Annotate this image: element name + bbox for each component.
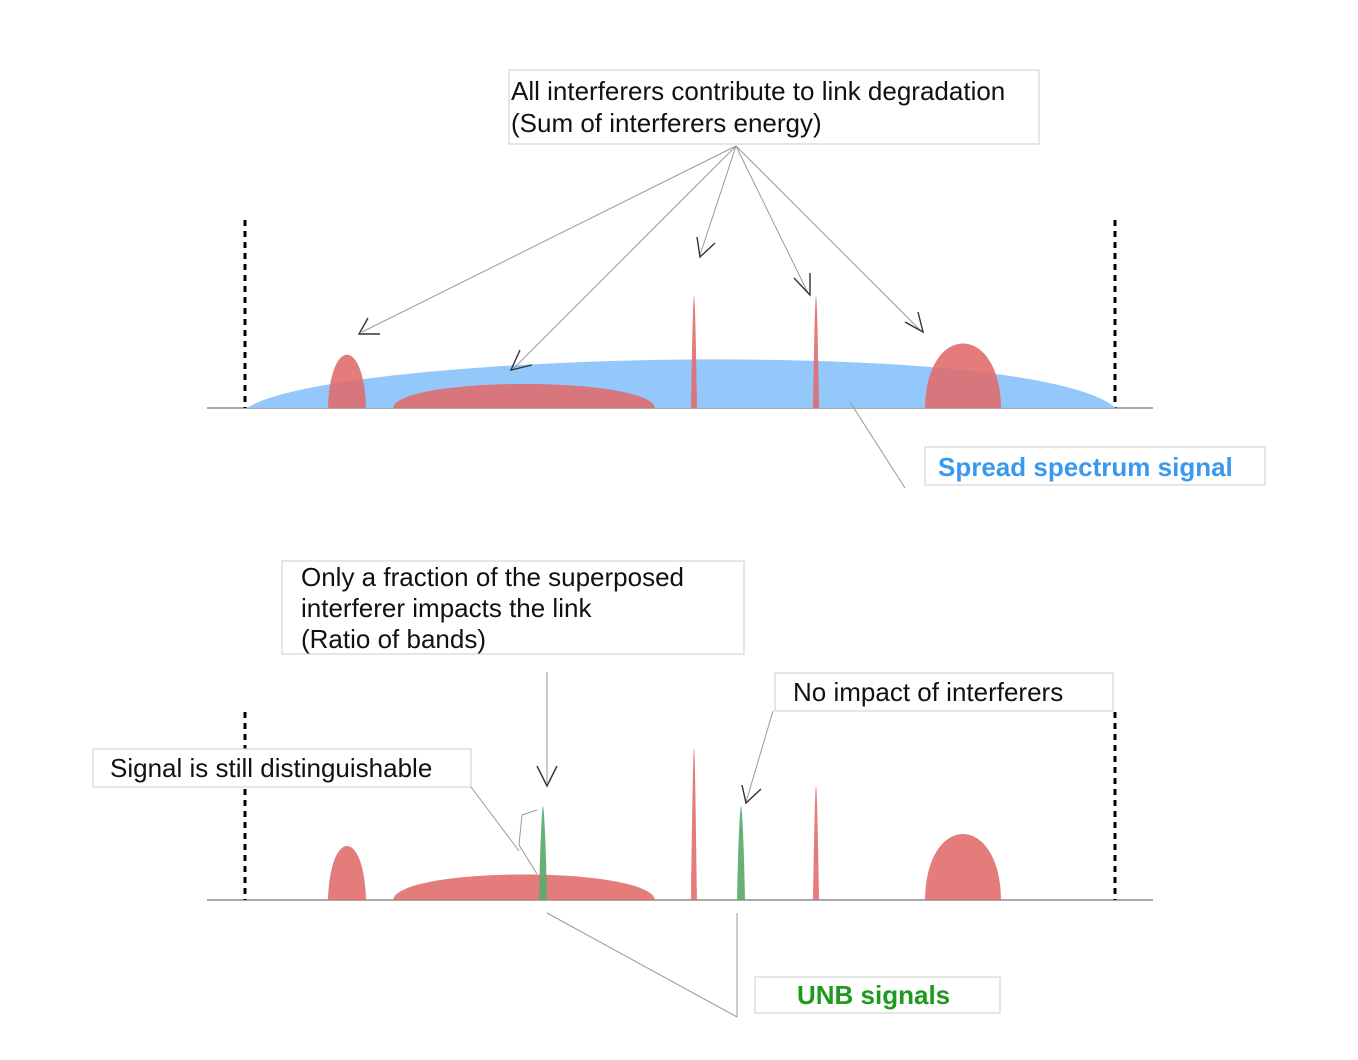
unb-signal-2 (737, 806, 745, 900)
bottom-interferer-5 (925, 834, 1001, 900)
arrowhead-4-icon (793, 273, 811, 297)
spread-signal-label: Spread spectrum signal (938, 452, 1233, 482)
unb-signal-1 (539, 806, 547, 900)
top-interferer-2 (393, 384, 655, 408)
no-impact-label-box (774, 672, 1114, 712)
arrowhead-2-icon (509, 349, 533, 372)
pointer-to-interferer-1 (361, 145, 737, 333)
distinguishable-pointer (470, 786, 520, 852)
top-panel: All interferers contribute to link degra… (207, 69, 1266, 489)
no-impact-arrowhead-icon (741, 784, 762, 805)
bottom-interferer-3 (691, 748, 697, 900)
interferers-annotation-line1: All interferers contribute to link degra… (511, 76, 1005, 106)
interferers-annotation-box (508, 69, 1040, 145)
pointer-to-interferer-2 (513, 145, 737, 369)
pointer-to-interferer-3 (699, 145, 737, 256)
spread-signal-pointer (849, 401, 906, 489)
arrowhead-1-icon (357, 317, 380, 335)
fraction-annotation-line2: interferer impacts the link (301, 593, 592, 623)
distinguishable-bracket (518, 809, 538, 875)
interferers-annotation-line2: (Sum of interferers energy) (511, 108, 822, 138)
bottom-interferer-4 (813, 786, 819, 900)
pointer-to-interferer-4 (735, 145, 809, 294)
no-impact-label: No impact of interferers (793, 677, 1063, 707)
pointer-to-interferer-5 (735, 145, 921, 331)
top-interferer-3 (691, 296, 697, 408)
arrowhead-5-icon (904, 311, 925, 334)
fraction-annotation-line3: (Ratio of bands) (301, 624, 486, 654)
bottom-interferer-2 (393, 874, 655, 900)
bottom-interferer-1 (328, 846, 366, 900)
top-interferer-5 (925, 343, 1001, 408)
fraction-annotation-line1: Only a fraction of the superposed (301, 562, 684, 592)
unb-label: UNB signals (797, 980, 950, 1010)
spread-signal-label-box (924, 446, 1266, 486)
no-impact-pointer (745, 710, 774, 803)
arrowhead-3-icon (696, 236, 716, 259)
fraction-annotation-box (281, 560, 745, 655)
top-interferer-4 (813, 296, 819, 408)
top-interferer-1 (328, 354, 366, 408)
unb-label-box (754, 976, 1001, 1014)
bottom-panel: Only a fraction of the superposed interf… (92, 560, 1153, 1018)
distinguishable-label: Signal is still distinguishable (110, 753, 432, 783)
unb-pointer-1 (546, 912, 738, 1018)
distinguishable-label-box (92, 748, 472, 788)
fraction-arrowhead-icon (536, 765, 558, 788)
